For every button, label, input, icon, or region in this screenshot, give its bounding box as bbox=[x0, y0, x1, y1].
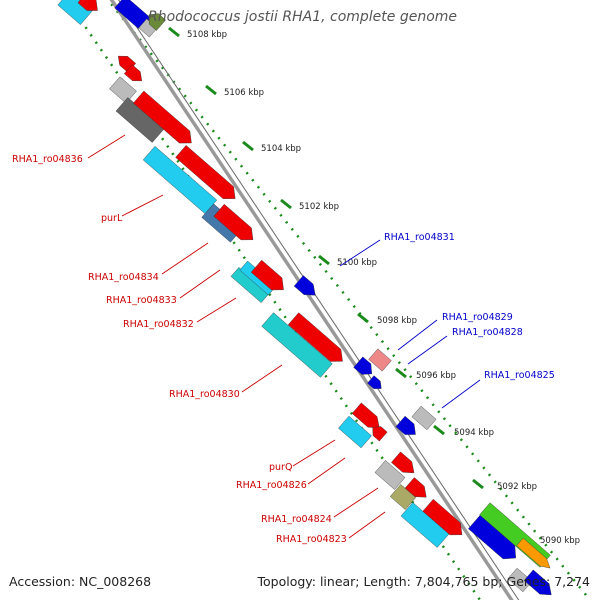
backbone-layer bbox=[109, 0, 520, 600]
topology-text: Topology: linear; bbox=[257, 574, 360, 589]
gene-label: RHA1_ro04833 bbox=[106, 295, 177, 306]
gene-label: RHA1_ro04825 bbox=[484, 370, 555, 381]
scale-tick-label: 5106 kbp bbox=[224, 88, 264, 98]
gene-label: RHA1_ro04829 bbox=[442, 312, 513, 323]
gene-leader-line bbox=[196, 297, 237, 323]
scale-tick-label: 5094 kbp bbox=[454, 428, 494, 438]
gene-leader-line bbox=[339, 239, 381, 267]
gene-leader-line bbox=[333, 487, 379, 518]
backbone-line bbox=[109, 0, 514, 600]
gene-arrow bbox=[338, 415, 372, 449]
gene-leader-line bbox=[121, 194, 164, 217]
gene-leader-line bbox=[292, 439, 336, 467]
gene-leader-line bbox=[407, 335, 448, 365]
gene-label: RHA1_ro04828 bbox=[452, 327, 523, 338]
gene-leader-line bbox=[87, 134, 126, 159]
gene-arrow bbox=[516, 537, 551, 569]
gene-label: RHA1_ro04830 bbox=[169, 389, 240, 400]
gene-label: RHA1_ro04823 bbox=[276, 534, 347, 545]
scale-tick-label: 5100 kbp bbox=[337, 258, 377, 268]
scale-tick-label: 5090 kbp bbox=[540, 536, 580, 546]
scale-tick bbox=[318, 254, 330, 266]
scale-tick-label: 5102 kbp bbox=[299, 202, 339, 212]
gene-arrow bbox=[175, 145, 236, 199]
gene-arrow bbox=[411, 405, 437, 431]
gene-arrow bbox=[250, 259, 284, 291]
gene-label: RHA1_ro04836 bbox=[12, 154, 83, 165]
scale-tick bbox=[472, 478, 484, 490]
gene-arrow bbox=[213, 203, 254, 241]
gene-leader-line bbox=[307, 457, 346, 485]
scale-tick-label: 5108 kbp bbox=[187, 30, 227, 40]
gene-leader-line bbox=[161, 242, 209, 275]
gene-arrow bbox=[422, 498, 463, 536]
gene-label: RHA1_ro04826 bbox=[236, 480, 307, 491]
scale-tick-label: 5104 kbp bbox=[261, 144, 301, 154]
gene-arrow bbox=[523, 569, 552, 596]
gene-arrow bbox=[123, 64, 143, 82]
backbone-edge bbox=[118, 0, 520, 600]
genome-title: Rhodococcus jostii RHA1, complete genome bbox=[148, 9, 458, 25]
gene-arrow bbox=[372, 426, 388, 442]
gene-label: purL bbox=[101, 213, 123, 224]
scale-tick bbox=[280, 198, 292, 210]
scale-tick bbox=[433, 424, 445, 436]
length-text: Length: 7,804,765 bp; bbox=[363, 574, 503, 589]
gene-label: purQ bbox=[269, 462, 292, 473]
gene-arrow bbox=[77, 0, 98, 11]
gene-arrow bbox=[404, 477, 427, 498]
scale-tick bbox=[395, 367, 407, 379]
gene-arrow bbox=[148, 13, 166, 31]
gene-label: RHA1_ro04834 bbox=[88, 272, 159, 283]
gene-label: RHA1_ro04831 bbox=[384, 232, 455, 243]
scale-tick bbox=[205, 84, 217, 96]
gene-leader-line bbox=[397, 319, 438, 351]
accession-text: Accession: NC_008268 bbox=[9, 574, 152, 589]
gene-arrow bbox=[261, 312, 333, 378]
gene-arrow bbox=[133, 90, 192, 144]
gene-arrow bbox=[368, 348, 392, 372]
gene-arrow bbox=[353, 356, 373, 375]
gene-arrow bbox=[367, 375, 382, 389]
gene-leader-line bbox=[179, 269, 221, 299]
scale-tick bbox=[357, 312, 369, 324]
gene-leader-line bbox=[348, 511, 386, 539]
gene-label: RHA1_ro04824 bbox=[261, 514, 332, 525]
gene-leader-line bbox=[441, 379, 481, 409]
genome-summary: Topology: linear;Length: 7,804,765 bp;Ge… bbox=[257, 574, 590, 589]
gene-leader-line bbox=[241, 364, 283, 393]
gene-arrow bbox=[391, 451, 415, 474]
gene-arrow bbox=[287, 312, 343, 362]
label-layer: RHA1_ro04836 purL RHA1_ro04834RHA1_ro04833… bbox=[12, 154, 555, 545]
gene-label: RHA1_ro04832 bbox=[123, 319, 194, 330]
scale-tick bbox=[168, 26, 180, 38]
scale-tick-label: 5096 kbp bbox=[416, 371, 456, 381]
scale-tick-label: 5098 kbp bbox=[377, 316, 417, 326]
gene-arrow bbox=[293, 275, 316, 296]
scale-tick-label: 5092 kbp bbox=[497, 482, 537, 492]
scale-dotted-line bbox=[65, 0, 482, 600]
scale-tick bbox=[242, 140, 254, 152]
genes-count-text: Genes: 7,274 bbox=[506, 574, 590, 589]
leader-layer bbox=[87, 134, 481, 539]
gene-layer bbox=[57, 0, 552, 596]
gene-arrow bbox=[395, 415, 416, 435]
gene-arrow bbox=[374, 460, 406, 490]
